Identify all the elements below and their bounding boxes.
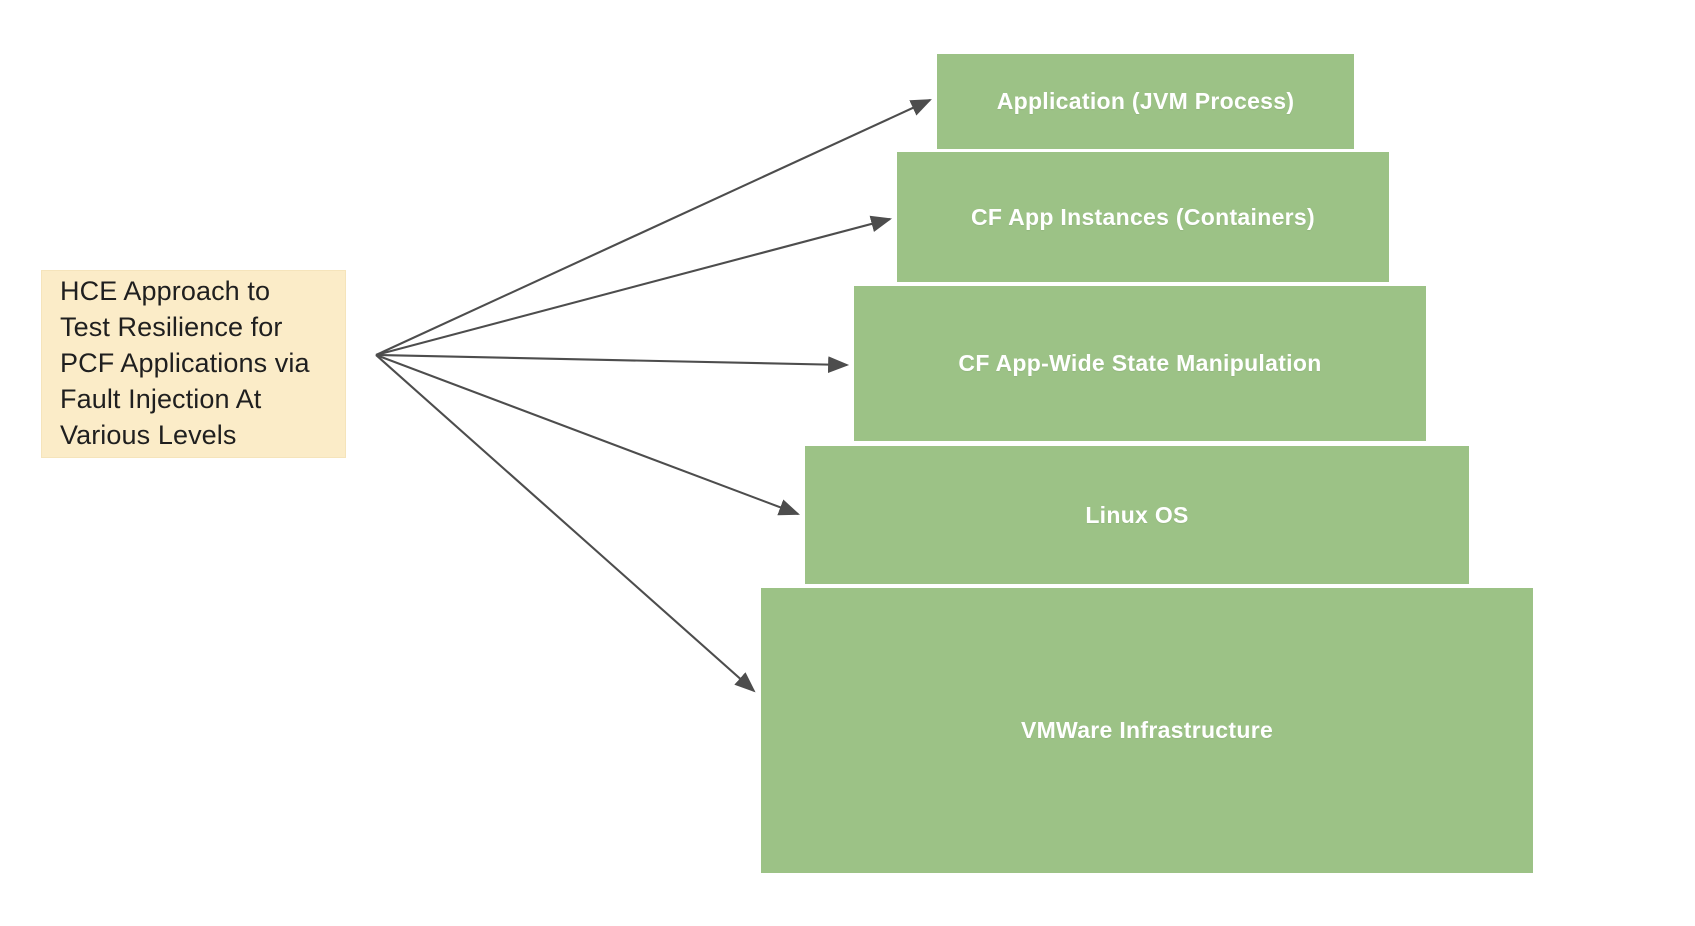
layer-cf-app-instances-containers-label: CF App Instances (Containers) [971, 203, 1315, 230]
layer-vmware-infrastructure-label: VMWare Infrastructure [1020, 717, 1274, 743]
arrow-to-layer-cf-app-instances-containers [375, 215, 893, 357]
arrow-to-layer-application-jvm-process [375, 99, 932, 356]
layer-linux-os[interactable]: Linux OS [805, 446, 1469, 584]
layer-cf-app-wide-state-manipulation-label: CF App-Wide State Manipulation [958, 350, 1322, 376]
layer-application-jvm-process[interactable]: Application (JVM Process) [937, 54, 1354, 149]
arrow-to-layer-linux-os [375, 354, 800, 516]
layer-cf-app-wide-state-manipulation[interactable]: CF App-Wide State Manipulation [854, 286, 1426, 441]
hce-approach-node-label: HCE Approach to Test Resilience for PCF … [60, 276, 310, 450]
layer-application-jvm-process-label: Application (JVM Process) [996, 88, 1295, 114]
arrow-to-layer-cf-app-wide-state-manipulation [375, 353, 850, 373]
layer-vmware-infrastructure[interactable]: VMWare Infrastructure [761, 588, 1533, 873]
layer-linux-os-label: Linux OS [1085, 501, 1189, 528]
layer-cf-app-instances-containers[interactable]: CF App Instances (Containers) [897, 152, 1389, 282]
arrow-to-layer-vmware-infrastructure [375, 354, 756, 693]
hce-approach-node[interactable]: HCE Approach to Test Resilience for PCF … [41, 270, 346, 458]
